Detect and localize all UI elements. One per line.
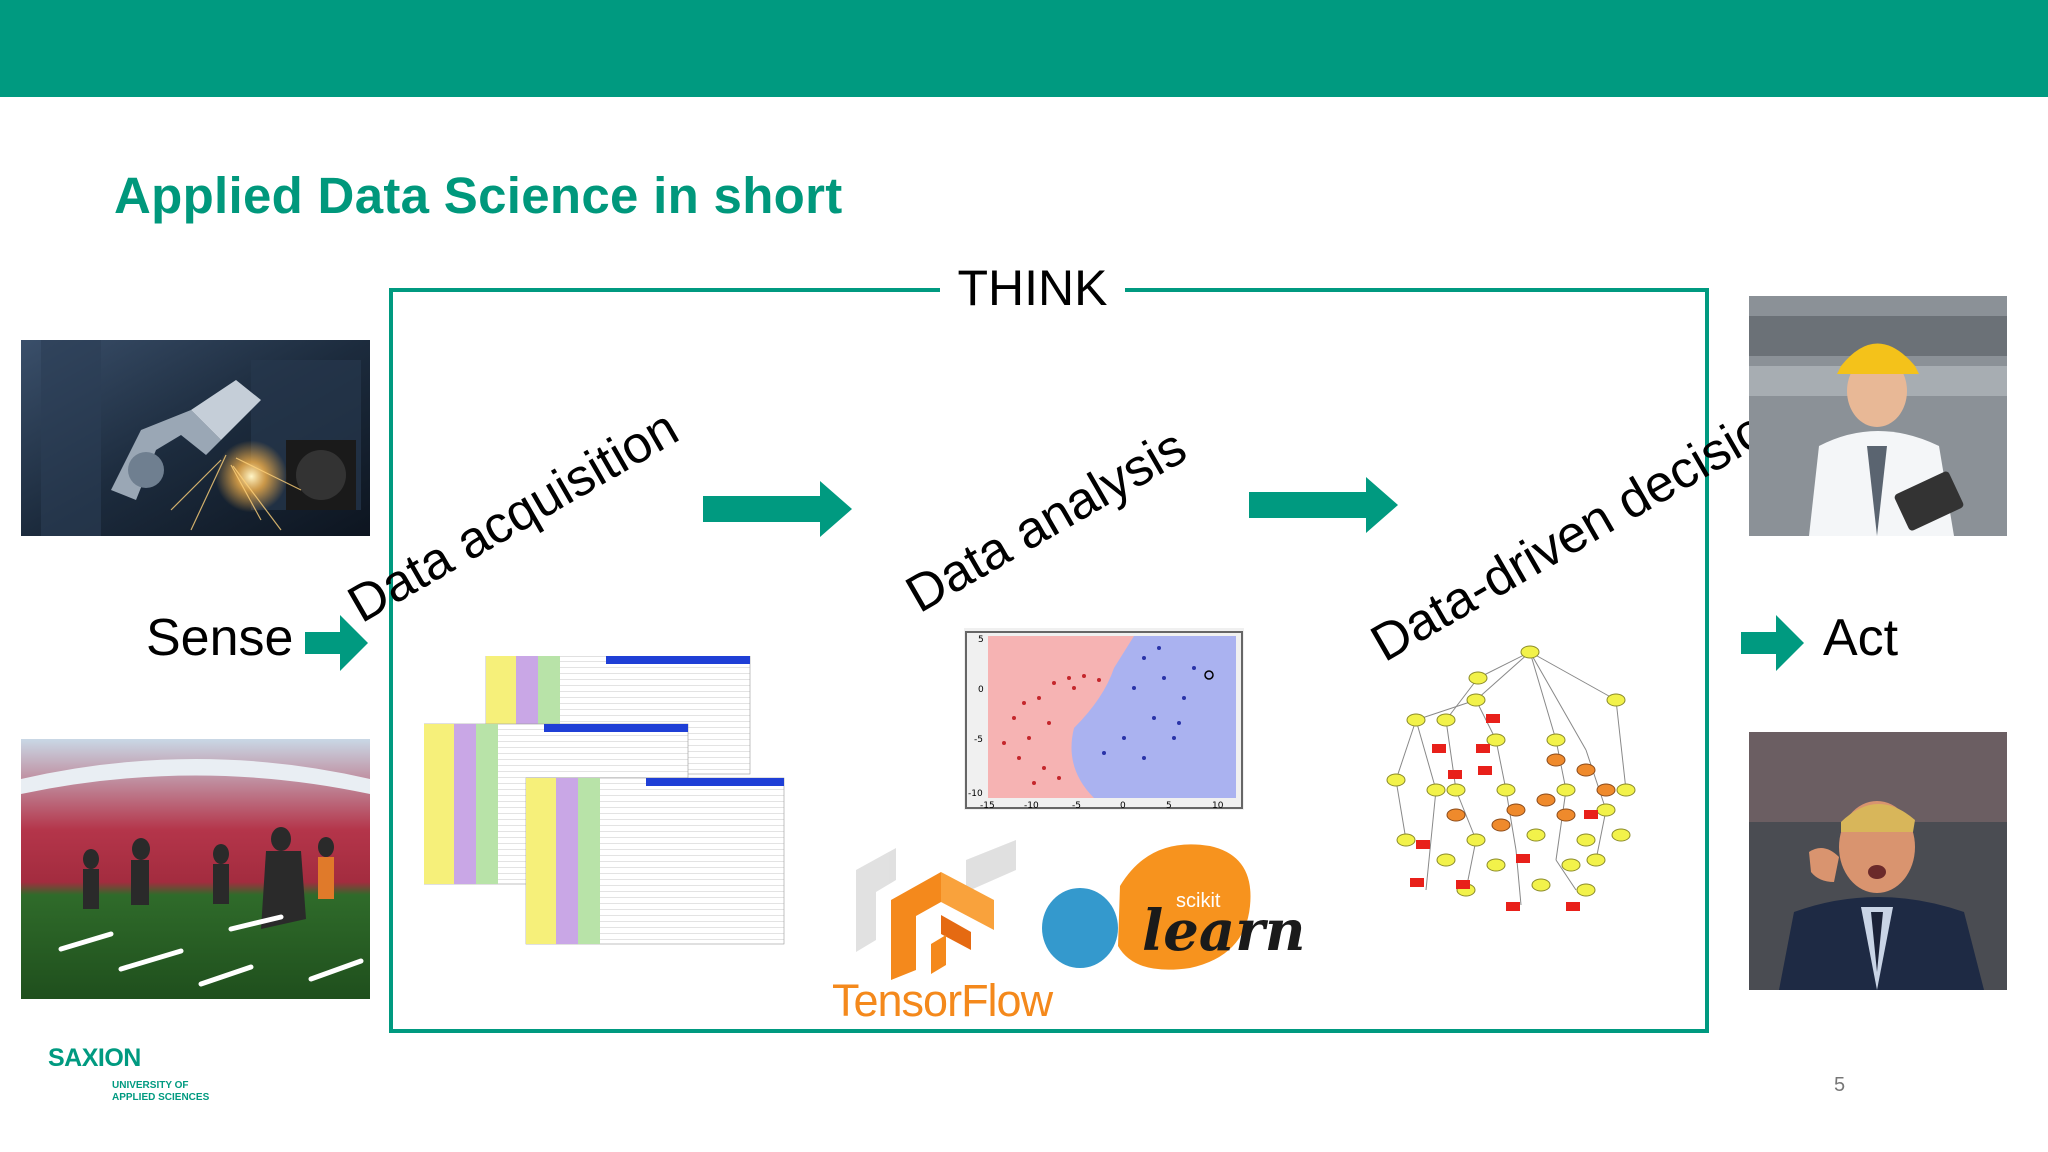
scikit-text: scikit bbox=[1176, 890, 1221, 912]
y-tick: -10 bbox=[968, 789, 983, 799]
classification-plot: 5 0 -5 -10 -15 -10 -5 0 5 10 bbox=[944, 628, 1250, 818]
saxion-wordmark: SAXION bbox=[48, 1044, 141, 1072]
page-number: 5 bbox=[1834, 1074, 1846, 1096]
tensorflow-wordmark: TensorFlow bbox=[832, 975, 1053, 1026]
act-arrow-icon bbox=[1741, 615, 1804, 671]
learn-text: learn bbox=[1142, 898, 1306, 964]
saxion-subtitle-2: APPLIED SCIENCES bbox=[112, 1092, 210, 1103]
arrow-right-icon bbox=[1249, 477, 1398, 533]
decision-network-graph bbox=[1356, 640, 1640, 920]
tensorflow-icon bbox=[856, 840, 1016, 980]
x-tick: 0 bbox=[1120, 801, 1126, 811]
scikit-learn-icon bbox=[1042, 844, 1251, 970]
factory-robots-photo bbox=[21, 340, 370, 536]
slide-title: Applied Data Science in short bbox=[114, 167, 843, 224]
scikit-learn-logo: scikit learn bbox=[1040, 836, 1305, 976]
y-tick: 5 bbox=[978, 635, 984, 645]
arrow-right-icon bbox=[703, 481, 852, 537]
header-band bbox=[0, 0, 2048, 97]
engineer-photo bbox=[1749, 296, 2007, 536]
x-tick: 5 bbox=[1166, 801, 1172, 811]
tensorflow-logo: TensorFlow bbox=[832, 840, 1076, 1030]
x-tick: -10 bbox=[1024, 801, 1039, 811]
x-tick: 10 bbox=[1212, 801, 1224, 811]
saxion-logo: SAXION UNIVERSITY OF APPLIED SCIENCES bbox=[48, 1040, 228, 1110]
football-training-photo bbox=[21, 739, 370, 999]
sense-label: Sense bbox=[146, 609, 294, 667]
act-label: Act bbox=[1823, 609, 1899, 667]
sense-arrow-icon bbox=[305, 615, 368, 671]
x-tick: -15 bbox=[980, 801, 995, 811]
y-tick: -5 bbox=[974, 735, 983, 745]
y-tick: 0 bbox=[978, 685, 984, 695]
spreadsheets-illustration bbox=[423, 655, 786, 946]
saxion-subtitle-1: UNIVERSITY OF bbox=[112, 1080, 189, 1091]
coach-photo bbox=[1749, 732, 2007, 990]
think-label: THINK bbox=[940, 258, 1125, 318]
x-tick: -5 bbox=[1072, 801, 1081, 811]
